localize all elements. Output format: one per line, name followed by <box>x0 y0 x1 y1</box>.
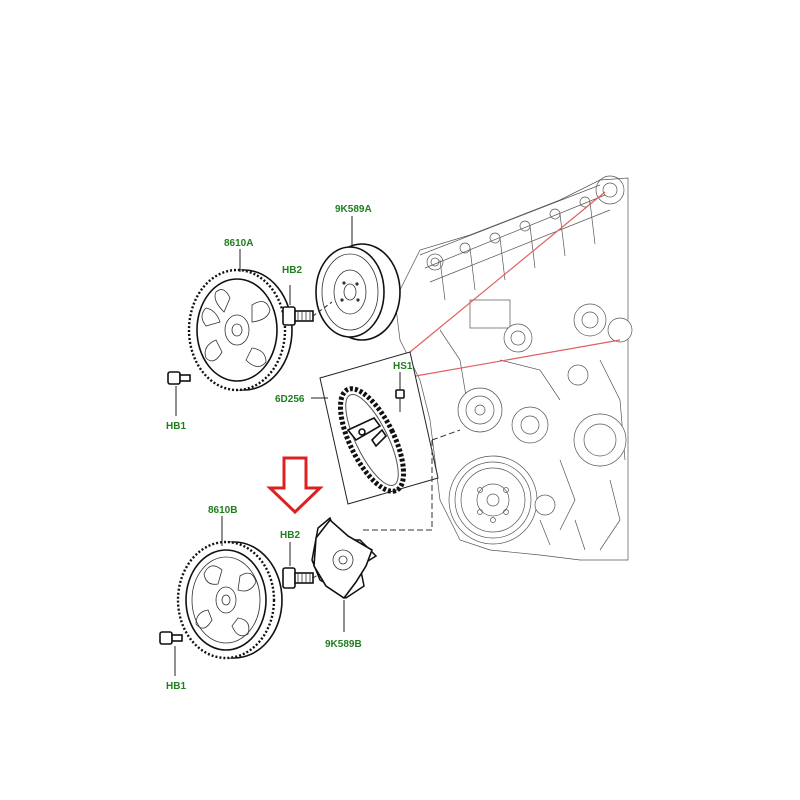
red-leader-lines <box>409 191 621 378</box>
sprocket-8610b <box>176 540 283 660</box>
red-down-arrow <box>266 456 324 515</box>
dash-connector-engine <box>360 440 433 531</box>
bolt-hb1-top <box>167 371 191 416</box>
chain-6d256-box <box>311 351 439 505</box>
pulley-9k589b <box>311 516 378 632</box>
bolt-hb2-top <box>282 285 314 326</box>
bolt-hb1-bottom <box>159 631 183 676</box>
label-9k589b: 9K589B <box>325 639 362 650</box>
engine-block <box>394 175 633 561</box>
dash-axis-bottom <box>312 565 333 579</box>
label-8610a: 8610A <box>224 238 253 249</box>
label-hb1-bottom: HB1 <box>166 681 186 692</box>
label-9k589a: 9K589A <box>335 204 372 215</box>
sprocket-8610a <box>187 268 293 392</box>
dash-axis-top <box>312 301 333 317</box>
label-hb1-top: HB1 <box>166 421 186 432</box>
label-hb2-top: HB2 <box>282 265 302 276</box>
pulley-9k589a <box>315 243 401 341</box>
label-6d256: 6D256 <box>275 394 305 405</box>
label-hs1: HS1 <box>393 361 413 372</box>
label-hb2-bottom: HB2 <box>280 530 300 541</box>
bolt-hb2-bottom <box>282 542 314 589</box>
label-leaders <box>221 216 353 546</box>
label-8610b: 8610B <box>208 505 237 516</box>
